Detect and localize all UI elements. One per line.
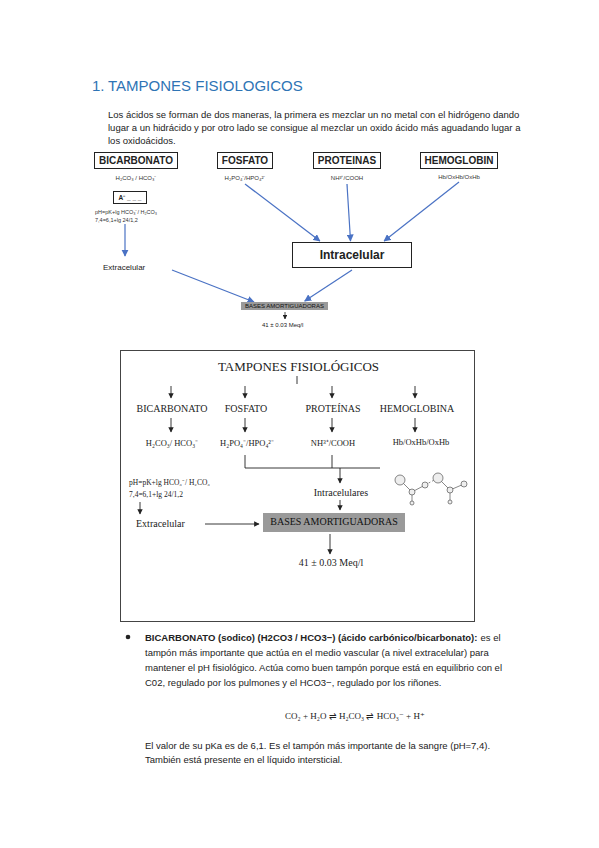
connector-arrow <box>305 270 352 301</box>
connector-arrow <box>245 184 320 241</box>
text-label: CO₂ + H₂O ⇌ H₂CO₃ ⇌ HCO₃⁻ + H⁺ <box>255 711 455 721</box>
grey-band: BASES AMORTIGUADORAS <box>241 302 328 310</box>
text-label: 41 ± 0.03 Meq/l <box>262 322 303 328</box>
figure-text: pH=pK+lg HCO₃⁻/ H₂CO₃ <box>129 477 249 487</box>
formula-text: H₂PO₄⁻/HPO₄²⁻ <box>191 174 299 182</box>
figure-text: PROTEÍNAS <box>298 403 368 414</box>
figure-text: 7,4=6,1+lg 24/1,2 <box>129 490 249 499</box>
bold-term: BICARBONATO (sodico) (H2CO3 / HCO3−) (ác… <box>145 632 477 643</box>
text-label: El valor de su pKa es de 6,1. Es el tamp… <box>145 739 515 767</box>
buffer-box: HEMOGLOBIN Hb/OxHb/OxHb <box>405 150 513 180</box>
box-heading: FOSFATO <box>217 152 273 169</box>
figure-title: TAMPONES FISIOLÓGICOS <box>121 359 476 375</box>
heading: TAMPONES FISIOLOGICOS <box>108 77 303 94</box>
connector-arrow <box>347 184 351 241</box>
box-heading: Intracelular <box>297 248 407 262</box>
buffer-box: PROTEINAS NH³⁺/COOH <box>293 150 401 182</box>
formula-text: Hb/OxHb/OxHb <box>405 174 513 180</box>
formula-text: H₂CO₃ / HCO₃⁻ <box>82 174 190 182</box>
figure-text: Hb/OxHb/OxHb <box>379 437 463 447</box>
text-label: Extracelular <box>103 263 145 272</box>
box-heading: A⁻ _ _ _ <box>113 191 147 204</box>
figure-text: Intracelulares <box>301 487 381 498</box>
small-arrow <box>285 312 286 319</box>
grey-band: BASES AMORTIGUADORAS <box>263 513 405 532</box>
buffer-box: Intracelular <box>292 242 412 268</box>
bullet-paragraph: BICARBONATO (sodico) (H2CO3 / HCO3−) (ác… <box>145 630 510 690</box>
figure-frame: TAMPONES FISIOLÓGICOS BICARBONATOFOSFATO P… <box>120 350 475 622</box>
box-heading: PROTEINAS <box>313 152 381 169</box>
molecule-illustration <box>395 473 467 505</box>
text-label: Los ácidos se forman de dos maneras, la … <box>108 108 523 147</box>
section-number: 1. <box>92 77 105 94</box>
box-heading: HEMOGLOBIN <box>420 152 499 169</box>
box-heading: BICARBONATO <box>94 152 178 169</box>
formula-text: pH=pK+lg HCO₃⁻/ H₂CO₃ <box>95 208 165 216</box>
figure-text: H₂PO₄⁻/HPO₄²⁻ <box>209 437 285 448</box>
figure-text: Extracelular <box>136 518 216 529</box>
figure-text: H₂CO₃/ HCO₃⁻ <box>134 437 210 448</box>
bullet-dot <box>126 635 131 640</box>
formula-text: 7,4=6,1+lg 24/1,2 <box>95 217 165 223</box>
formula-text: NH³⁺/COOH <box>293 174 401 182</box>
buffer-box: A⁻ _ _ _ pH=pK+lg HCO₃⁻/ H₂CO₃7,4=6,1+lg … <box>95 186 165 223</box>
figure-text: NH³⁺/COOH <box>296 437 370 448</box>
box-heading: BASES AMORTIGUADORAS <box>245 303 324 309</box>
buffer-box: FOSFATO H₂PO₄⁻/HPO₄²⁻ <box>191 150 299 182</box>
figure-text: BICARBONATO <box>127 403 217 414</box>
buffer-box: BICARBONATO H₂CO₃ / HCO₃⁻ <box>82 150 190 182</box>
box-heading: BASES AMORTIGUADORAS <box>265 516 403 527</box>
figure-text: HEMOGLOBINA <box>371 403 463 414</box>
connector-arrow <box>384 182 459 241</box>
figure-text: 41 ± 0.03 Meq/l <box>291 557 371 568</box>
figure-text: FOSFATO <box>216 403 276 414</box>
